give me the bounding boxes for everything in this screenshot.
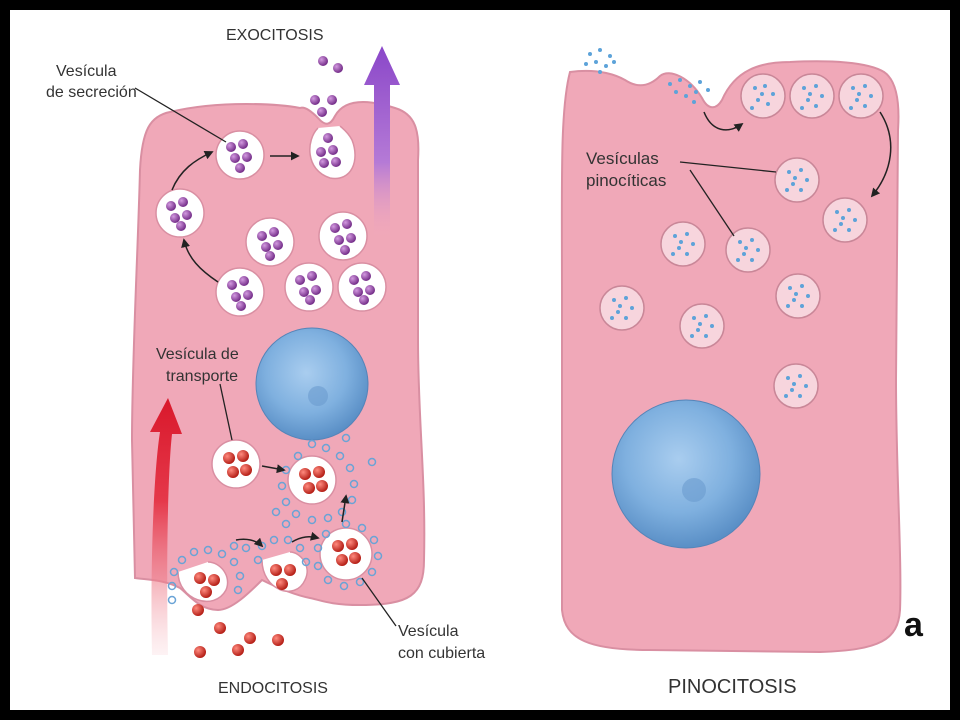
pino-label-line2: pinocíticas	[586, 171, 666, 190]
left-leader-lines	[134, 87, 397, 627]
pinocitosis-title: PINOCITOSIS	[668, 676, 797, 698]
exocitosis-title: EXOCITOSIS	[226, 27, 324, 44]
right-leader-lines	[679, 161, 777, 237]
secretion-label-line2: de secreción	[46, 84, 137, 101]
secretion-vesicles	[155, 125, 387, 317]
right-arrows	[703, 111, 892, 198]
pino-label-line1: Vesículas	[586, 149, 659, 168]
transport-particles	[192, 450, 361, 658]
secretion-particles	[166, 56, 375, 311]
endocytosis-arrow-icon	[150, 398, 182, 655]
coat-particles	[167, 433, 383, 605]
pinocytic-vesicles	[599, 73, 884, 409]
coated-label-line2: con cubierta	[398, 645, 485, 662]
coated-label-line1: Vesícula	[398, 623, 459, 640]
left-cycle-arrows	[171, 150, 350, 548]
transport-label-line1: Vesícula de	[156, 346, 239, 363]
endocitosis-title: ENDOCITOSIS	[218, 680, 328, 697]
panel-letter: a	[904, 606, 924, 644]
left-nucleus	[255, 327, 369, 441]
pino-particles	[584, 48, 873, 398]
transport-vesicles	[177, 439, 373, 602]
exocytosis-arrow-icon	[364, 46, 400, 240]
secretion-label-line1: Vesícula	[56, 63, 117, 80]
transport-label-line2: transporte	[166, 368, 238, 385]
right-nucleus	[611, 399, 761, 549]
